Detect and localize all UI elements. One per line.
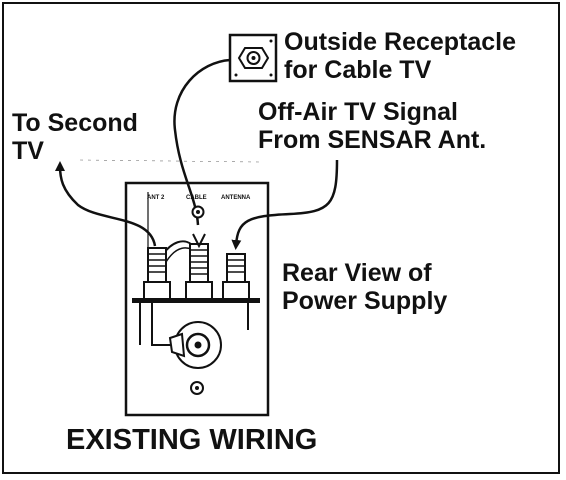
jack-label-cable: CABLE — [186, 195, 207, 201]
antenna-connector — [222, 253, 250, 301]
power-jack — [168, 321, 222, 369]
cable-input-wire — [173, 58, 231, 226]
cable-connector — [185, 233, 213, 301]
cable-port — [191, 205, 205, 219]
rear-view-line2: Power Supply — [282, 286, 448, 315]
ant2-connector — [143, 247, 171, 301]
jack-label-ant2: ANT 2 — [147, 195, 165, 201]
second-tv-line2: TV — [12, 136, 44, 165]
mount-hole — [190, 381, 204, 395]
off-air-signal-line1: Off-Air TV Signal — [258, 98, 458, 126]
terminal-bar — [132, 298, 260, 303]
outside-receptacle-line2: for Cable TV — [284, 55, 432, 84]
diagram-frame — [2, 2, 560, 474]
diagram-title: EXISTING WIRING — [66, 424, 318, 456]
outside-receptacle-label: Outside Receptacle for Cable TV — [284, 28, 517, 84]
off-air-signal-line2: From SENSAR Ant. — [258, 125, 487, 154]
second-tv-wire — [55, 161, 157, 247]
outside-receptacle — [228, 33, 278, 83]
off-air-signal-label: Off-Air TV Signal From SENSAR Ant. — [258, 98, 487, 154]
jack-label-antenna: ANTENNA — [221, 195, 251, 201]
second-tv-line1: To Second — [12, 109, 138, 137]
rear-view-label: Rear View of Power Supply — [282, 259, 448, 315]
outside-receptacle-line1: Outside Receptacle — [284, 28, 517, 56]
rear-view-line1: Rear View of — [282, 259, 432, 287]
antenna-signal-wire — [231, 159, 339, 250]
second-tv-label: To Second TV — [12, 109, 138, 165]
